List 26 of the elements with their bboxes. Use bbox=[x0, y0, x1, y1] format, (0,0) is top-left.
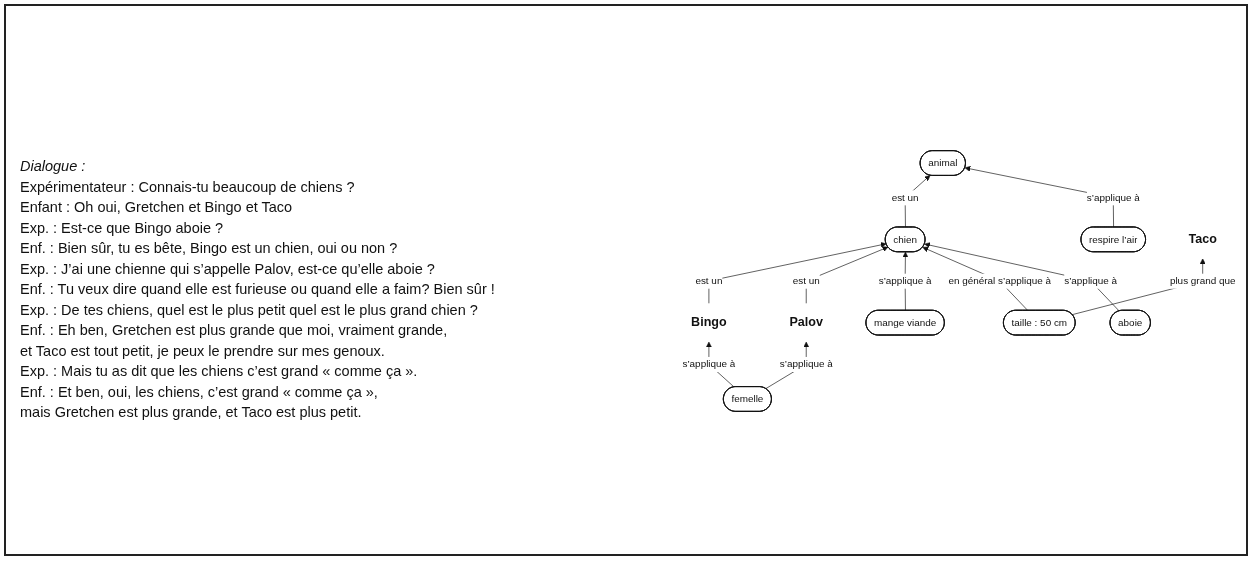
dialogue-line: Enf. : Eh ben, Gretchen est plus grande que moi, vraiment grande, bbox=[20, 321, 449, 340]
dialogue-line: et Taco est tout petit, je peux le prendre sur mes genoux. bbox=[20, 341, 386, 361]
dialogue-line: Enf. : Et ben, oui, les chiens, c’est grand « comme ça », bbox=[20, 382, 379, 402]
edge-label: est un bbox=[792, 274, 820, 287]
edge-label: plus grand que bbox=[1169, 274, 1236, 287]
node-text: Bingo bbox=[691, 315, 727, 330]
edge-label: s’applique à bbox=[779, 358, 833, 370]
dialogue-heading: Dialogue : bbox=[20, 157, 87, 176]
edge-label: s’applique à bbox=[1064, 274, 1118, 287]
dialogue-line: Exp. : De tes chiens, quel est le plus petit quel est le plus grand chien ? bbox=[20, 300, 479, 320]
node-text: Palov bbox=[789, 315, 823, 330]
edge-label: s’applique à bbox=[878, 274, 932, 287]
edge-label: s’applique à bbox=[682, 358, 736, 370]
dialogue-line: Exp. : Mais tu as dit que les chiens c’est grand « comme ça ». bbox=[20, 362, 419, 381]
edge-label: est un bbox=[695, 274, 723, 287]
edge-label: est un bbox=[891, 191, 919, 203]
dialogue-line: Exp. : Est-ce que Bingo aboie ? bbox=[20, 218, 225, 238]
dialogue-line: Expérimentateur : Connais-tu beaucoup de chiens ? bbox=[20, 177, 356, 197]
node-text: Taco bbox=[1188, 231, 1217, 246]
dialogue-line: Exp. : J’ai une chienne qui s’appelle Palov, est-ce qu’elle aboie ? bbox=[20, 259, 436, 279]
edge-label: s’applique à bbox=[1086, 191, 1140, 203]
dialogue-line: Enf. : Bien sûr, tu es bête, Bingo est un chien, oui ou non ? bbox=[20, 239, 399, 258]
dialogue-line: Enf. : Tu veux dire quand elle est furieuse ou quand elle a faim? Bien sûr ! bbox=[20, 280, 496, 299]
edge-label: en général s’applique à bbox=[948, 274, 1051, 287]
dialogue-line: mais Gretchen est plus grande, et Taco est plus petit. bbox=[20, 403, 363, 422]
dialogue-line: Enfant : Oh oui, Gretchen et Bingo et Taco bbox=[20, 198, 294, 217]
